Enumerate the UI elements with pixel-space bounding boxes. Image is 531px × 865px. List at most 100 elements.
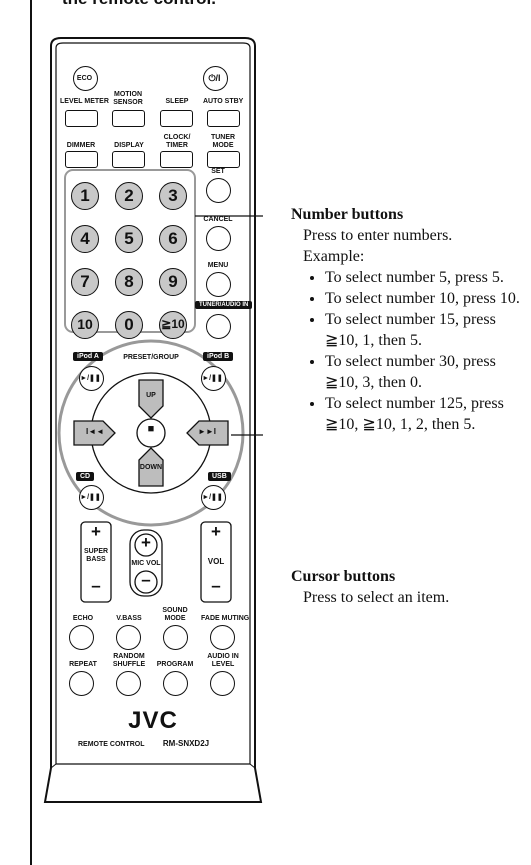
label-super-bass: SUPER BASS xyxy=(83,548,109,563)
super-bass-minus-button[interactable]: – xyxy=(91,576,101,595)
label-mic-vol: MIC VOL xyxy=(131,560,161,567)
number-4-button[interactable]: 4 xyxy=(71,225,99,253)
mic-vol-plus-button[interactable]: + xyxy=(141,533,151,552)
display-button[interactable] xyxy=(112,151,145,168)
number-buttons-section: Number buttons Press to enter numbers. E… xyxy=(291,204,531,435)
number-10-button[interactable]: 10 xyxy=(71,311,99,339)
label-echo: ECHO xyxy=(72,615,94,622)
number-buttons-title: Number buttons xyxy=(291,206,404,223)
number-9-button[interactable]: 9 xyxy=(159,268,187,296)
random-shuffle-button[interactable] xyxy=(116,671,141,696)
label-level-meter: LEVEL METER xyxy=(60,98,109,105)
remote-body xyxy=(43,37,263,803)
label-motion-sensor: MOTION SENSOR xyxy=(113,91,143,106)
label-menu: MENU xyxy=(207,262,229,269)
list-item: To select number 125, press ≧10, ≧10, 1,… xyxy=(325,393,531,435)
label-audio-in-level: AUDIO IN LEVEL xyxy=(207,653,239,668)
list-item: To select number 15, press ≧10, 1, then … xyxy=(325,309,531,351)
label-ipod-a: iPod A xyxy=(73,352,103,361)
number-buttons-intro: Press to enter numbers. xyxy=(303,227,453,244)
cursor-down-button[interactable]: DOWN xyxy=(139,464,163,471)
list-item: To select number 5, press 5. xyxy=(325,267,531,288)
label-preset-group: PRESET/GROUP xyxy=(123,354,179,361)
model-prefix: REMOTE CONTROL xyxy=(78,741,145,748)
remote-control-illustration: ECO ⏻/I LEVEL METER MOTION SENSOR SLEEP … xyxy=(43,36,263,806)
label-vol: VOL xyxy=(207,557,225,566)
cursor-up-shape xyxy=(138,379,164,419)
clock-timer-button[interactable] xyxy=(160,151,193,168)
vol-minus-button[interactable]: – xyxy=(211,576,221,595)
cursor-left-button[interactable]: I◄◄ xyxy=(85,427,105,436)
example-list: To select number 5, press 5. To select n… xyxy=(303,267,531,435)
dimmer-button[interactable] xyxy=(65,151,98,168)
usb-play-pause-button[interactable]: ►/❚❚ xyxy=(201,485,226,510)
mic-vol-minus-button[interactable]: – xyxy=(141,570,151,589)
label-usb: USB xyxy=(208,472,231,481)
tuner-mode-button[interactable] xyxy=(207,151,240,168)
cursor-buttons-title: Cursor buttons xyxy=(291,568,396,585)
sound-mode-button[interactable] xyxy=(163,625,188,650)
label-sleep: SLEEP xyxy=(165,98,189,105)
number-plus10-button[interactable]: ≧10 xyxy=(159,311,187,339)
label-display: DISPLAY xyxy=(114,142,144,149)
label-fade-muting: FADE MUTING xyxy=(201,615,250,622)
page-rule xyxy=(30,0,32,865)
label-repeat: REPEAT xyxy=(69,661,97,668)
label-dimmer: DIMMER xyxy=(66,142,96,149)
label-clock-timer: CLOCK/ TIMER xyxy=(163,134,191,149)
label-auto-stby: AUTO STBY xyxy=(203,98,244,105)
list-item: To select number 30, press ≧10, 3, then … xyxy=(325,351,531,393)
program-button[interactable] xyxy=(163,671,188,696)
cursor-up-button[interactable]: UP xyxy=(146,392,156,399)
vbass-button[interactable] xyxy=(116,625,141,650)
set-button[interactable] xyxy=(206,178,231,203)
label-cancel: CANCEL xyxy=(203,216,233,223)
super-bass-plus-button[interactable]: + xyxy=(91,522,101,541)
cd-play-pause-button[interactable]: ►/❚❚ xyxy=(79,485,104,510)
tuner-audio-in-button[interactable] xyxy=(206,314,231,339)
fade-muting-button[interactable] xyxy=(210,625,235,650)
echo-button[interactable] xyxy=(69,625,94,650)
number-2-button[interactable]: 2 xyxy=(115,182,143,210)
ipod-a-play-pause-button[interactable]: ►/❚❚ xyxy=(79,366,104,391)
model-number: RM-SNXD2J xyxy=(162,739,210,748)
label-vbass: V.BASS xyxy=(116,615,142,622)
label-program: PROGRAM xyxy=(156,661,194,668)
cursor-left-shape xyxy=(73,420,116,446)
sleep-button[interactable] xyxy=(160,110,193,127)
stop-button[interactable]: ■ xyxy=(147,423,155,435)
vol-plus-button[interactable]: + xyxy=(211,522,221,541)
number-8-button[interactable]: 8 xyxy=(115,268,143,296)
cursor-buttons-section: Cursor buttons Press to select an item. xyxy=(291,566,531,608)
number-3-button[interactable]: 3 xyxy=(159,182,187,210)
menu-button[interactable] xyxy=(206,272,231,297)
number-5-button[interactable]: 5 xyxy=(115,225,143,253)
section-heading: the remote control. xyxy=(62,0,216,9)
audio-in-level-button[interactable] xyxy=(210,671,235,696)
motion-sensor-button[interactable] xyxy=(112,110,145,127)
number-7-button[interactable]: 7 xyxy=(71,268,99,296)
power-button[interactable]: ⏻/I xyxy=(203,66,228,91)
label-set: SET xyxy=(211,168,225,175)
number-1-button[interactable]: 1 xyxy=(71,182,99,210)
label-tuner-mode: TUNER MODE xyxy=(210,134,236,149)
label-ipod-b: iPod B xyxy=(203,352,234,361)
eco-button[interactable]: ECO xyxy=(73,66,98,91)
level-meter-button[interactable] xyxy=(65,110,98,127)
example-label: Example: xyxy=(303,248,365,265)
label-cd: CD xyxy=(76,472,95,481)
number-0-button[interactable]: 0 xyxy=(115,311,143,339)
auto-stby-button[interactable] xyxy=(207,110,240,127)
cursor-down-shape xyxy=(138,447,164,487)
cancel-button[interactable] xyxy=(206,226,231,251)
label-random-shuffle: RANDOM SHUFFLE xyxy=(112,653,146,668)
list-item: To select number 10, press 10. xyxy=(325,288,531,309)
ipod-b-play-pause-button[interactable]: ►/❚❚ xyxy=(201,366,226,391)
power-icon: ⏻/I xyxy=(208,73,221,83)
label-tuner-audio-in: TUNER/AUDIO IN xyxy=(195,301,253,309)
number-6-button[interactable]: 6 xyxy=(159,225,187,253)
cursor-right-shape xyxy=(186,420,229,446)
repeat-button[interactable] xyxy=(69,671,94,696)
label-sound-mode: SOUND MODE xyxy=(162,607,188,622)
cursor-right-button[interactable]: ►►I xyxy=(197,427,217,436)
